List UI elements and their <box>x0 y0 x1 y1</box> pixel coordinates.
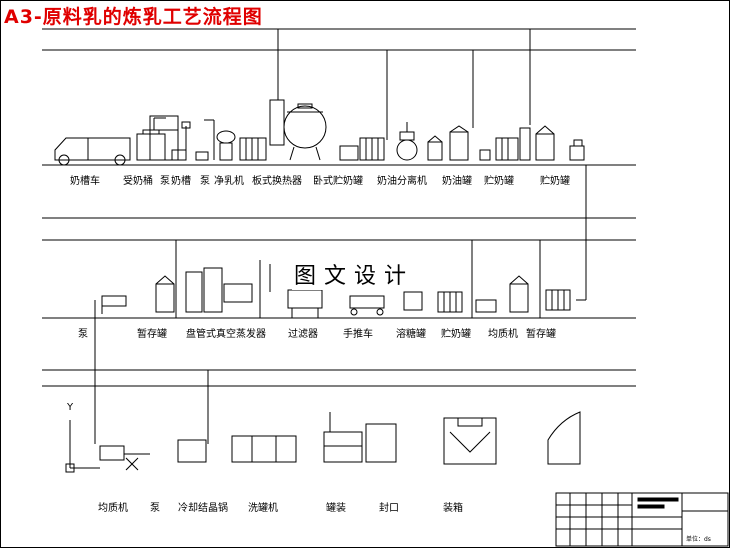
label-cooling-crystallizer: 冷却结晶锅 <box>178 503 228 514</box>
label-sugar-tank: 溶糖罐 <box>396 329 426 340</box>
label-homogenizer-2: 均质机 <box>98 503 128 514</box>
label-pump-2: 泵 <box>200 176 210 187</box>
label-pump-1: 泵 <box>160 176 170 187</box>
clarifier-icon <box>204 119 236 161</box>
label-buffer-tank-2: 暂存罐 <box>526 329 556 340</box>
label-receiving-bucket: 受奶桶 <box>123 176 153 187</box>
watermark: 图文设计 <box>292 258 417 290</box>
label-plate-exchanger: 板式换热器 <box>252 176 302 187</box>
row3-equipment-icons <box>99 411 581 471</box>
receiving-tank-icon <box>136 117 166 161</box>
row2-pipes <box>42 217 636 444</box>
label-cart: 手推车 <box>343 329 373 340</box>
title-block <box>555 492 729 547</box>
label-boxing: 装箱 <box>443 503 463 514</box>
label-storage-tank-1: 贮奶罐 <box>484 176 514 187</box>
label-storage-tank-3: 贮奶罐 <box>441 329 471 340</box>
label-pump-4: 泵 <box>150 503 160 514</box>
page-title: A3-原料乳的炼乳工艺流程图 <box>4 6 263 28</box>
label-cream-tank: 奶油罐 <box>442 176 472 187</box>
label-storage-tank-2: 贮奶罐 <box>540 176 570 187</box>
title-block-unit: 单位：ds <box>686 536 711 543</box>
cream-tank-icon <box>427 125 469 161</box>
coordinate-axis-icon <box>65 420 100 473</box>
storage-tank-icon <box>479 127 531 161</box>
row1-pipes <box>42 28 636 300</box>
horizontal-storage-tank-icon <box>283 103 327 161</box>
label-clarifier: 净乳机 <box>214 176 244 187</box>
milk-tank-icon <box>149 115 179 161</box>
axis-y-label: Y <box>67 402 74 413</box>
label-horizontal-tank: 卧式贮奶罐 <box>313 176 363 187</box>
label-tanker: 奶槽车 <box>70 176 100 187</box>
label-homogenizer-1: 均质机 <box>488 329 518 340</box>
label-milk-tank: 奶槽 <box>171 176 191 187</box>
label-sealing: 封口 <box>379 503 399 514</box>
label-canning: 罐装 <box>326 503 346 514</box>
tanker-truck-icon <box>54 137 131 166</box>
storage-tank-2-icon <box>535 125 585 161</box>
label-buffer-tank-1: 暂存罐 <box>137 329 167 340</box>
row2-equipment-icons <box>101 264 571 318</box>
cream-separator-icon <box>339 122 418 161</box>
label-vacuum-evaporator: 盘管式真空蒸发器 <box>186 329 266 340</box>
label-cream-separator: 奶油分离机 <box>377 176 427 187</box>
label-pump-3: 泵 <box>78 329 88 340</box>
plate-heat-exchanger-icon <box>239 99 285 161</box>
pump-icon <box>171 121 209 161</box>
label-filter: 过滤器 <box>288 329 318 340</box>
label-can-washer: 洗罐机 <box>248 503 278 514</box>
row3-pipes <box>42 369 636 444</box>
